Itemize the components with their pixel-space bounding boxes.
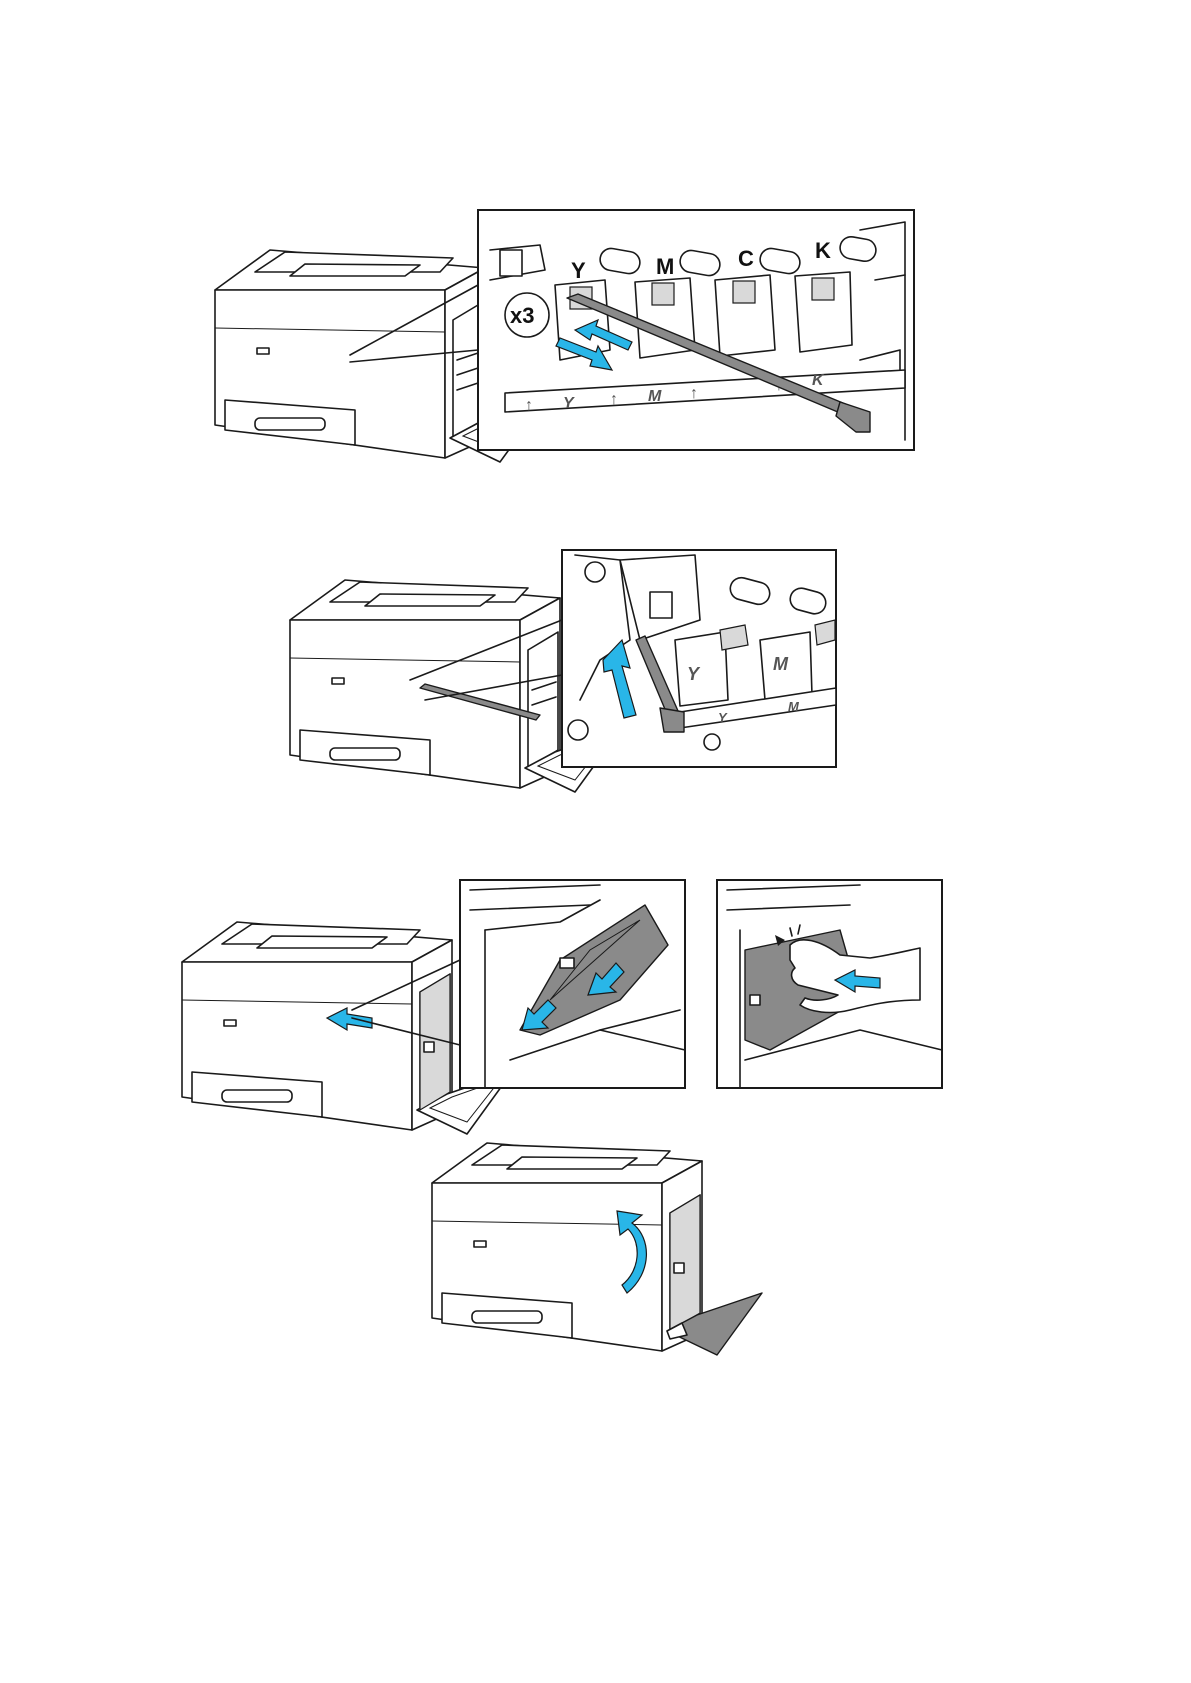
repeat-count: x3 [510, 303, 534, 328]
label-cyan: C [738, 246, 754, 271]
svg-text:↑: ↑ [690, 385, 698, 402]
slot-label-y: Y [687, 664, 701, 684]
tray-label-y: Y [563, 395, 575, 412]
step3-detail-view-a [460, 880, 685, 1088]
step2-detail-view: Y M Y M [562, 550, 836, 767]
label-yellow: Y [571, 258, 586, 283]
label-black: K [815, 238, 831, 263]
svg-text:↑: ↑ [610, 391, 618, 408]
slot-label-m: M [773, 654, 789, 674]
tray-label-y2: Y [718, 710, 728, 725]
svg-text:↑: ↑ [525, 397, 533, 414]
tray-label-m: M [648, 388, 662, 405]
label-magenta: M [656, 254, 674, 279]
step1-detail-view: ↑ Y ↑ M ↑ ↑ K Y M C K x3 [478, 210, 914, 450]
tray-label-m2: M [788, 699, 800, 714]
step4-printer [432, 1143, 762, 1355]
step3-detail-view-b [717, 880, 942, 1088]
tray-label-k: K [812, 372, 825, 389]
